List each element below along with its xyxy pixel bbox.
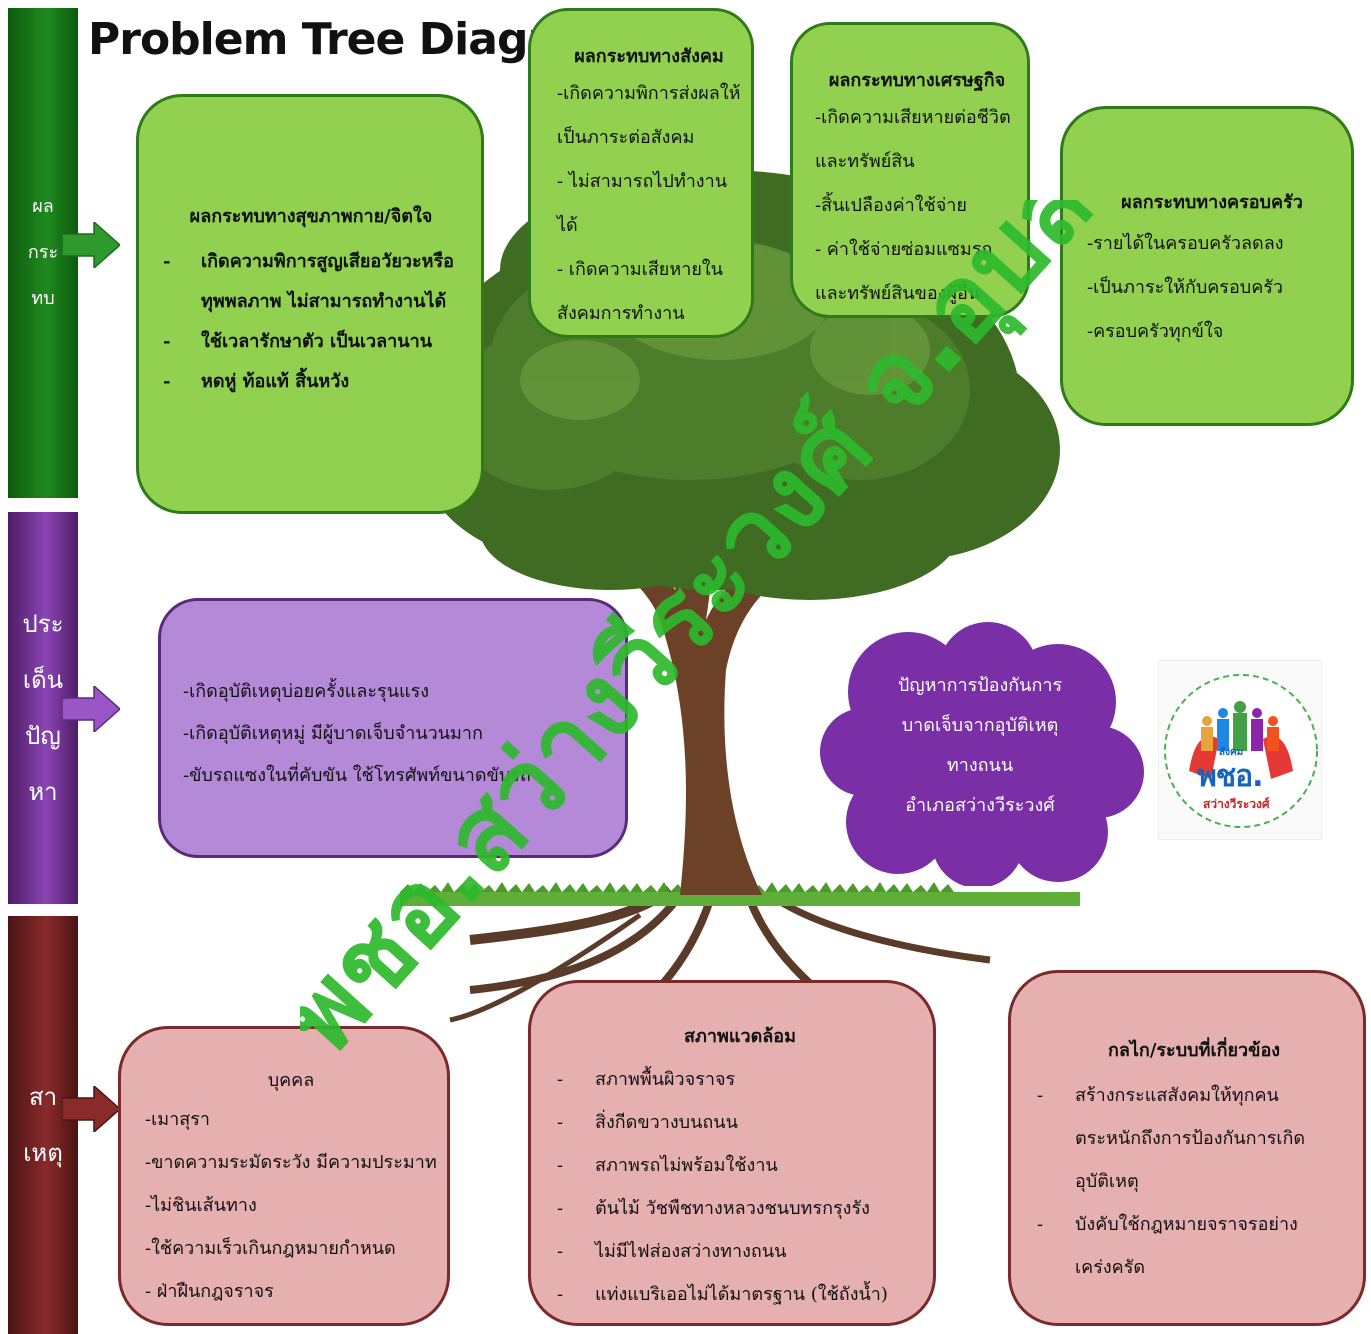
list-item: -หดหู่ ท้อแท้ สิ้นหวัง — [163, 371, 350, 392]
list-item: สังคมการทำงาน — [557, 303, 685, 324]
list-item: - ค่าใช้จ่ายซ่อมแซมรถ — [815, 239, 993, 260]
effect-economic-title: ผลกระทบทางเศรษฐกิจ — [828, 70, 1006, 91]
cause-environment-title: สภาพแวดล้อม — [684, 1026, 796, 1047]
sidebar-problem: ประ เด็น ปัญ หา — [8, 512, 78, 904]
cause-box-environment: สภาพแวดล้อม -สภาพพื้นผิวจราจร -สิ่งกีดขว… — [528, 980, 936, 1326]
list-item: - ฝ่าฝืนกฎจราจร — [145, 1281, 274, 1302]
core-problem-line: ปัญหาการป้องกันการ — [897, 675, 1063, 696]
sidebar-effect-line: ผล — [32, 196, 54, 217]
list-item: -แท่งแบริเออไม่ได้มาตรฐาน (ใช้ถังน้ำ) — [557, 1284, 888, 1305]
list-item: -ใช้เวลารักษาตัว เป็นเวลานาน — [163, 331, 433, 352]
effect-health-title: ผลกระทบทางสุขภาพกาย/จิตใจ — [189, 206, 433, 227]
arrow-right-icon — [62, 222, 120, 268]
arrow-right-icon — [62, 1086, 120, 1132]
list-item: และทรัพย์สิน — [815, 151, 915, 172]
list-item: -เมาสุรา — [145, 1109, 210, 1130]
logo-top-text: สังคม — [1219, 747, 1244, 758]
list-item: ตระหนักถึงการป้องกันการเกิด — [1075, 1128, 1306, 1149]
sidebar-problem-line: ประ — [22, 610, 64, 638]
effect-box-economic: ผลกระทบทางเศรษฐกิจ -เกิดความเสียหายต่อชี… — [790, 22, 1030, 318]
core-problem-line: ทางถนน — [946, 755, 1014, 776]
list-item: - ไม่สามารถไปทำงาน — [557, 171, 728, 192]
sidebar-cause-line: สา — [28, 1083, 58, 1111]
list-item: -ขาดความระมัดระวัง มีความประมาท — [145, 1152, 437, 1173]
list-item: -เกิดอุบัติเหตุบ่อยครั้งและรุนแรง — [183, 681, 430, 702]
problem-box: -เกิดอุบัติเหตุบ่อยครั้งและรุนแรง -เกิดอ… — [158, 598, 628, 858]
effect-social-title: ผลกระทบทางสังคม — [574, 46, 724, 67]
logo: สังคม พชอ. สว่างวีระวงศ์ — [1158, 660, 1322, 840]
list-item: ได้ — [557, 215, 578, 236]
sidebar-cause: สา เหตุ — [8, 916, 78, 1334]
sidebar-problem-line: เด็น — [22, 666, 64, 694]
logo-main-text: พชอ. — [1197, 759, 1264, 794]
sidebar-problem-line: ปัญ — [25, 722, 61, 750]
list-item: -สร้างกระแสสังคมให้ทุกคน — [1037, 1085, 1279, 1106]
sidebar-effect-line: ทบ — [31, 288, 55, 309]
list-item: -เกิดความพิการส่งผลให้ — [557, 83, 741, 104]
list-item: -ต้นไม้ วัชพืชทางหลวงชนบทรกรุงรัง — [557, 1198, 870, 1219]
list-item: -สิ้นเปลืองค่าใช้จ่าย — [815, 195, 967, 216]
effect-box-social: ผลกระทบทางสังคม -เกิดความพิการส่งผลให้ เ… — [528, 8, 754, 338]
sidebar-cause-line: เหตุ — [23, 1139, 63, 1167]
list-item: -ไม่มีไฟส่องสว่างทางถนน — [557, 1241, 787, 1262]
list-item: -เกิดอุบัติเหตุหมู่ มีผู้บาดเจ็บจำนวนมาก — [183, 723, 483, 744]
sidebar-problem-line: หา — [28, 778, 58, 806]
list-item: ทุพพลภาพ ไม่สามารถทำงานได้ — [201, 291, 447, 312]
list-item: -บังคับใช้กฎหมายจราจรอย่าง — [1037, 1214, 1298, 1235]
list-item: -สภาพพื้นผิวจราจร — [557, 1069, 736, 1090]
effect-family-title: ผลกระทบทางครอบครัว — [1121, 192, 1303, 213]
cause-box-system: กลไก/ระบบที่เกี่ยวข้อง -สร้างกระแสสังคมใ… — [1008, 970, 1366, 1326]
effect-box-health: ผลกระทบทางสุขภาพกาย/จิตใจ -เกิดความพิการ… — [136, 94, 484, 514]
core-problem-line: บาดเจ็บจากอุบัติเหตุ — [901, 715, 1059, 736]
list-item: และทรัพย์สินของผู้อื่น — [815, 283, 981, 304]
list-item: -รายได้ในครอบครัวลดลง — [1087, 233, 1284, 254]
list-item: -ครอบครัวทุกข์ใจ — [1087, 321, 1224, 342]
core-problem-cloud — [820, 622, 1144, 886]
logo-bottom-text: สว่างวีระวงศ์ — [1203, 797, 1270, 811]
cause-box-person: บุคคล -เมาสุรา -ขาดความระมัดระวัง มีความ… — [118, 1026, 450, 1326]
list-item: -เกิดความเสียหายต่อชีวิต — [815, 107, 1011, 128]
core-problem-line: อำเภอสว่างวีระวงศ์ — [905, 795, 1055, 816]
list-item: อุบัติเหตุ — [1075, 1171, 1139, 1192]
list-item: เป็นภาระต่อสังคม — [557, 127, 695, 148]
list-item: -เกิดความพิการสูญเสียอวัยวะหรือ — [163, 251, 454, 272]
effect-box-family: ผลกระทบทางครอบครัว -รายได้ในครอบครัวลดลง… — [1060, 106, 1354, 426]
logo-emblem-icon — [1164, 674, 1318, 828]
list-item: เคร่งครัด — [1075, 1257, 1146, 1278]
list-item: - เกิดความเสียหายใน — [557, 259, 723, 280]
list-item: -ใช้ความเร็วเกินกฎหมายกำหนด — [145, 1238, 396, 1259]
arrow-right-icon — [62, 686, 120, 732]
cause-person-title: บุคคล — [267, 1070, 315, 1091]
list-item: -สภาพรถไม่พร้อมใช้งาน — [557, 1155, 778, 1176]
list-item: -สิ่งกีดขวางบนถนน — [557, 1112, 738, 1133]
core-problem-text: ปัญหาการป้องกันการ บาดเจ็บจากอุบัติเหตุ … — [822, 666, 1138, 826]
cause-system-title: กลไก/ระบบที่เกี่ยวข้อง — [1107, 1040, 1281, 1061]
list-item: -เป็นภาระให้กับครอบครัว — [1087, 277, 1284, 298]
list-item: -ไม่ชินเส้นทาง — [145, 1195, 257, 1216]
list-item: -ขับรถแซงในที่คับขัน ใช้โทรศัพท์ขนาดขับร… — [183, 765, 531, 786]
sidebar-effect-line: กระ — [27, 242, 59, 263]
